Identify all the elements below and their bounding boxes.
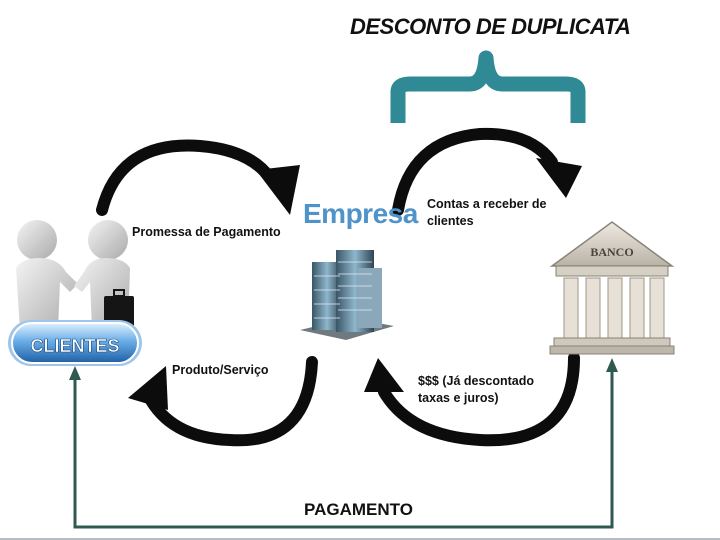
node-clientes-label: CLIENTES <box>30 336 119 356</box>
office-building-icon <box>300 250 394 340</box>
flow-dinheiro-label: $$$ (Já descontado taxas e juros) <box>418 374 535 405</box>
clientes-badge: CLIENTES <box>8 320 142 366</box>
brace-shape <box>390 50 586 123</box>
flow-contas-label: Contas a receber de clientes <box>427 197 547 228</box>
flow-pagamento-label: PAGAMENTO <box>304 500 413 519</box>
diagram-title: DESCONTO DE DUPLICATA <box>350 14 631 39</box>
arrow-contas <box>392 127 582 216</box>
node-banco-label: BANCO <box>590 245 633 259</box>
arrow-pagamento <box>69 358 618 529</box>
arrow-dinheiro <box>364 352 580 447</box>
arrow-promessa <box>96 139 300 216</box>
node-empresa-label: Empresa <box>303 198 418 229</box>
bank-building-icon: BANCO <box>549 221 675 355</box>
arrow-produto <box>128 356 318 447</box>
handshake-people-icon <box>16 220 134 330</box>
flow-produto-label: Produto/Serviço <box>172 363 269 377</box>
flow-promessa-label: Promessa de Pagamento <box>132 225 281 239</box>
